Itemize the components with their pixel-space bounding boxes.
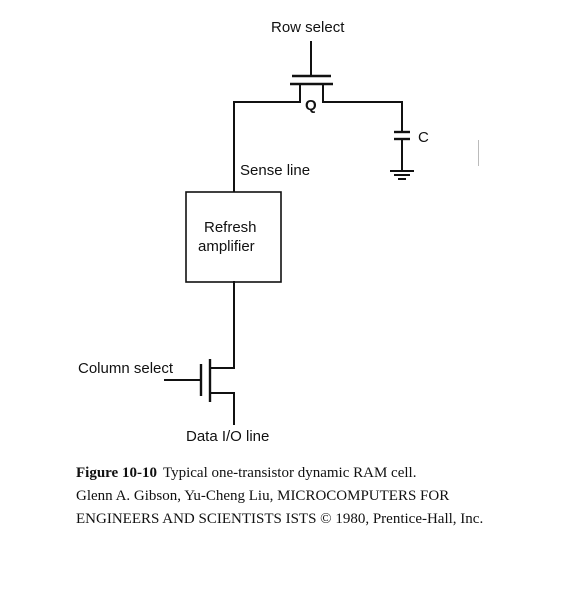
bit-line-wire (209, 281, 235, 369)
scan-speck (478, 140, 479, 166)
figure-title: Typical one-transistor dynamic RAM cell. (162, 465, 417, 481)
figure-number: Figure 10-10 (76, 465, 157, 481)
transistor-q-label: Q (305, 97, 317, 114)
sense-line-label: Sense line (240, 162, 310, 179)
refresh-amplifier-box (185, 191, 282, 283)
figure-caption: Figure 10-10 Typical one-transistor dynam… (76, 462, 483, 531)
caption-line-2: Glenn A. Gibson, Yu-Cheng Liu, MICROCOMP… (76, 488, 450, 504)
column-select-label: Column select (78, 360, 174, 377)
capacitor-wire (322, 101, 403, 131)
refresh-amplifier-label-line2: amplifier (198, 238, 255, 255)
capacitor-c (394, 130, 410, 171)
sense-line-wire-top (233, 101, 301, 193)
row-select-label: Row select (271, 19, 345, 36)
capacitor-label: C (418, 129, 429, 146)
caption-line-1: Figure 10-10 Typical one-transistor dynam… (76, 462, 483, 485)
data-io-line-label: Data I/O line (186, 428, 269, 445)
column-transistor (199, 359, 235, 425)
column-transistor-drain (209, 392, 235, 425)
refresh-amplifier-label-line1: Refresh (204, 219, 257, 236)
caption-line-3: ENGINEERS AND SCIENTISTS ISTS © 1980, Pr… (76, 511, 484, 527)
ground-icon (390, 170, 414, 180)
transistor-q (290, 74, 333, 103)
